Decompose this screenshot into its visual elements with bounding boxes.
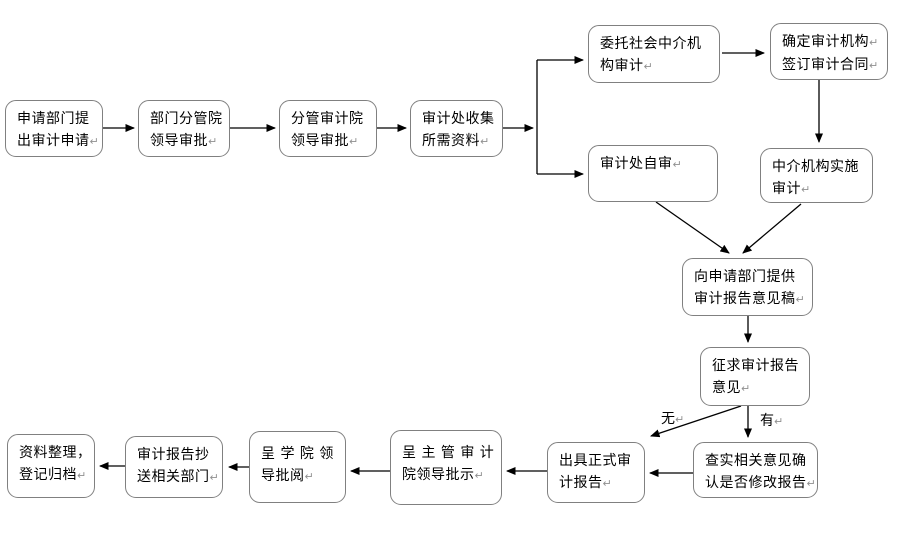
arrow-solicit-no-to-issue bbox=[650, 405, 742, 438]
branch-label-yes: 有↵ bbox=[760, 413, 784, 429]
node-intermediary-implements: 中介机构实施审计↵ bbox=[760, 148, 873, 203]
arrow-implement-to-draft bbox=[742, 203, 802, 254]
arrow-selfaudit-to-draft bbox=[655, 201, 730, 254]
node-provide-draft-report: 向申请部门提供审计报告意见稿↵ bbox=[682, 258, 813, 316]
node-copy-to-departments: 审计报告抄送相关部门↵ bbox=[125, 436, 223, 498]
branch-label-no: 无↵ bbox=[661, 411, 685, 427]
node-solicit-opinions: 征求审计报告意见↵ bbox=[700, 347, 810, 406]
node-entrust-intermediary: 委托社会中介机构审计↵ bbox=[588, 25, 720, 83]
node-audit-leader-sign: 呈 主 管 审 计院领导批示↵ bbox=[390, 430, 502, 505]
node-college-leader-review: 呈 学 院 领导批阅↵ bbox=[249, 431, 346, 503]
node-dept-leader-approval: 部门分管院领导审批↵ bbox=[138, 100, 230, 157]
node-issue-official-report: 出具正式审计报告↵ bbox=[547, 442, 645, 503]
node-vice-audit-approval: 分管审计院领导审批↵ bbox=[279, 100, 377, 157]
node-collect-materials: 审计处收集所需资料↵ bbox=[410, 100, 503, 157]
node-confirm-agency-contract: 确定审计机构↵签订审计合同↵ bbox=[770, 23, 888, 80]
node-verify-opinions: 查实相关意见确认是否修改报告↵ bbox=[693, 442, 818, 498]
node-self-audit: 审计处自审↵ bbox=[588, 145, 718, 202]
node-submit-audit-request: 申请部门提出审计申请↵ bbox=[5, 100, 103, 157]
node-archive-materials: 资料整理，登记归档↵ bbox=[7, 434, 95, 498]
